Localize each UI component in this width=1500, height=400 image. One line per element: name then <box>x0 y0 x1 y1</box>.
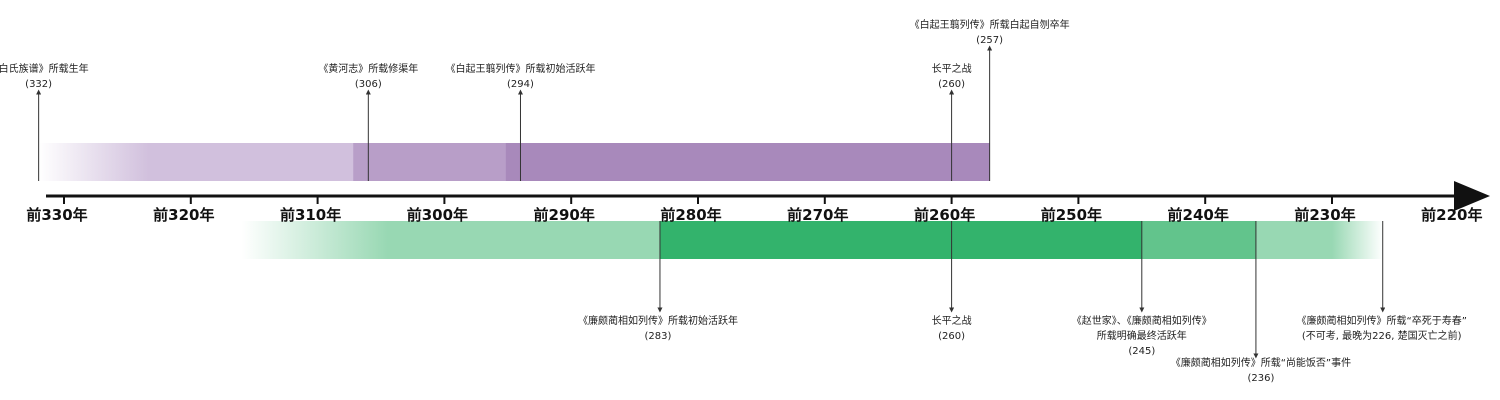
event-annotation: 长平之战 (260) <box>932 314 972 344</box>
bai-qi-segment <box>353 143 506 181</box>
axis-tick-label: 前250年 <box>1040 206 1103 224</box>
event-year: (236) <box>1247 373 1275 384</box>
event-label: 《白起王翦列传》所载白起自刎卒年 <box>909 20 1070 31</box>
event-label: 长平之战 <box>931 316 972 327</box>
event-label-line2: 所载明确最终活跃年 <box>1096 331 1187 342</box>
event-annotation: 《白氏族谱》所载生年 (332) <box>0 62 89 92</box>
event-label: 《白起王翦列传》所载初始活跃年 <box>445 64 596 75</box>
event-label: 《廉颇蔺相如列传》所载初始活跃年 <box>577 316 738 327</box>
lian-po-segment <box>659 221 1142 259</box>
event-annotation: 《廉颇蔺相如列传》所载“尚能饭否”事件 (236) <box>1171 356 1351 386</box>
event-year: (245) <box>1128 346 1156 357</box>
event-annotation: 《廉颇蔺相如列传》所载初始活跃年 (283) <box>578 314 738 344</box>
event-label: 《赵世家》、《廉颇蔺相如列传》 <box>1071 316 1212 327</box>
lian-po-segment <box>1141 221 1256 259</box>
lian-po-segment <box>1255 221 1383 259</box>
bai-qi-segment <box>38 143 354 181</box>
axis-tick-label: 前320年 <box>153 206 215 224</box>
event-label: 《黄河志》所载修渠年 <box>318 64 419 75</box>
axis-tick-label: 前310年 <box>279 206 342 224</box>
axis-tick-label: 前330年 <box>26 206 88 224</box>
event-year: (294) <box>507 79 534 90</box>
event-annotation: 《赵世家》、《廉颇蔺相如列传》所载明确最终活跃年 (245) <box>1072 314 1212 359</box>
event-year: (332) <box>25 79 53 90</box>
event-label: 《廉颇蔺相如列传》所载“尚能饭否”事件 <box>1170 358 1352 369</box>
event-annotation: 《廉颇蔺相如列传》所载“卒死于寿春” (不可考, 最晚为226, 楚国灭亡之前) <box>1297 314 1467 344</box>
event-year: (306) <box>354 79 382 90</box>
event-year: (260) <box>938 79 966 90</box>
event-annotation: 《白起王翦列传》所载初始活跃年 (294) <box>445 62 595 92</box>
event-annotation: 《黄河志》所载修渠年 (306) <box>318 62 418 92</box>
axis-tick-label: 前290年 <box>533 206 595 224</box>
axis-tick-label: 前230年 <box>1294 206 1356 224</box>
event-annotation: 长平之战 (260) <box>932 62 972 92</box>
axis-tick-label: 前300年 <box>406 206 469 224</box>
axis-tick-label: 前220年 <box>1421 206 1483 224</box>
event-label: 《白氏族谱》所载生年 <box>0 64 89 75</box>
event-annotation: 《白起王翦列传》所载白起自刎卒年 (257) <box>910 18 1070 48</box>
event-year: (257) <box>976 35 1004 46</box>
event-label-line2: (不可考, 最晚为226, 楚国灭亡之前) <box>1301 331 1462 342</box>
event-label: 《廉颇蔺相如列传》所载“卒死于寿春” <box>1296 316 1467 327</box>
axis-tick-label: 前280年 <box>660 206 722 224</box>
event-year: (283) <box>644 331 672 342</box>
axis-tick-label: 前270年 <box>787 206 849 224</box>
axis-tick-label: 前240年 <box>1167 206 1229 224</box>
axis-tick-label: 前260年 <box>913 206 976 224</box>
event-label: 长平之战 <box>931 64 972 75</box>
event-year: (260) <box>938 331 966 342</box>
bai-qi-segment <box>505 143 990 181</box>
lian-po-segment <box>241 221 660 259</box>
